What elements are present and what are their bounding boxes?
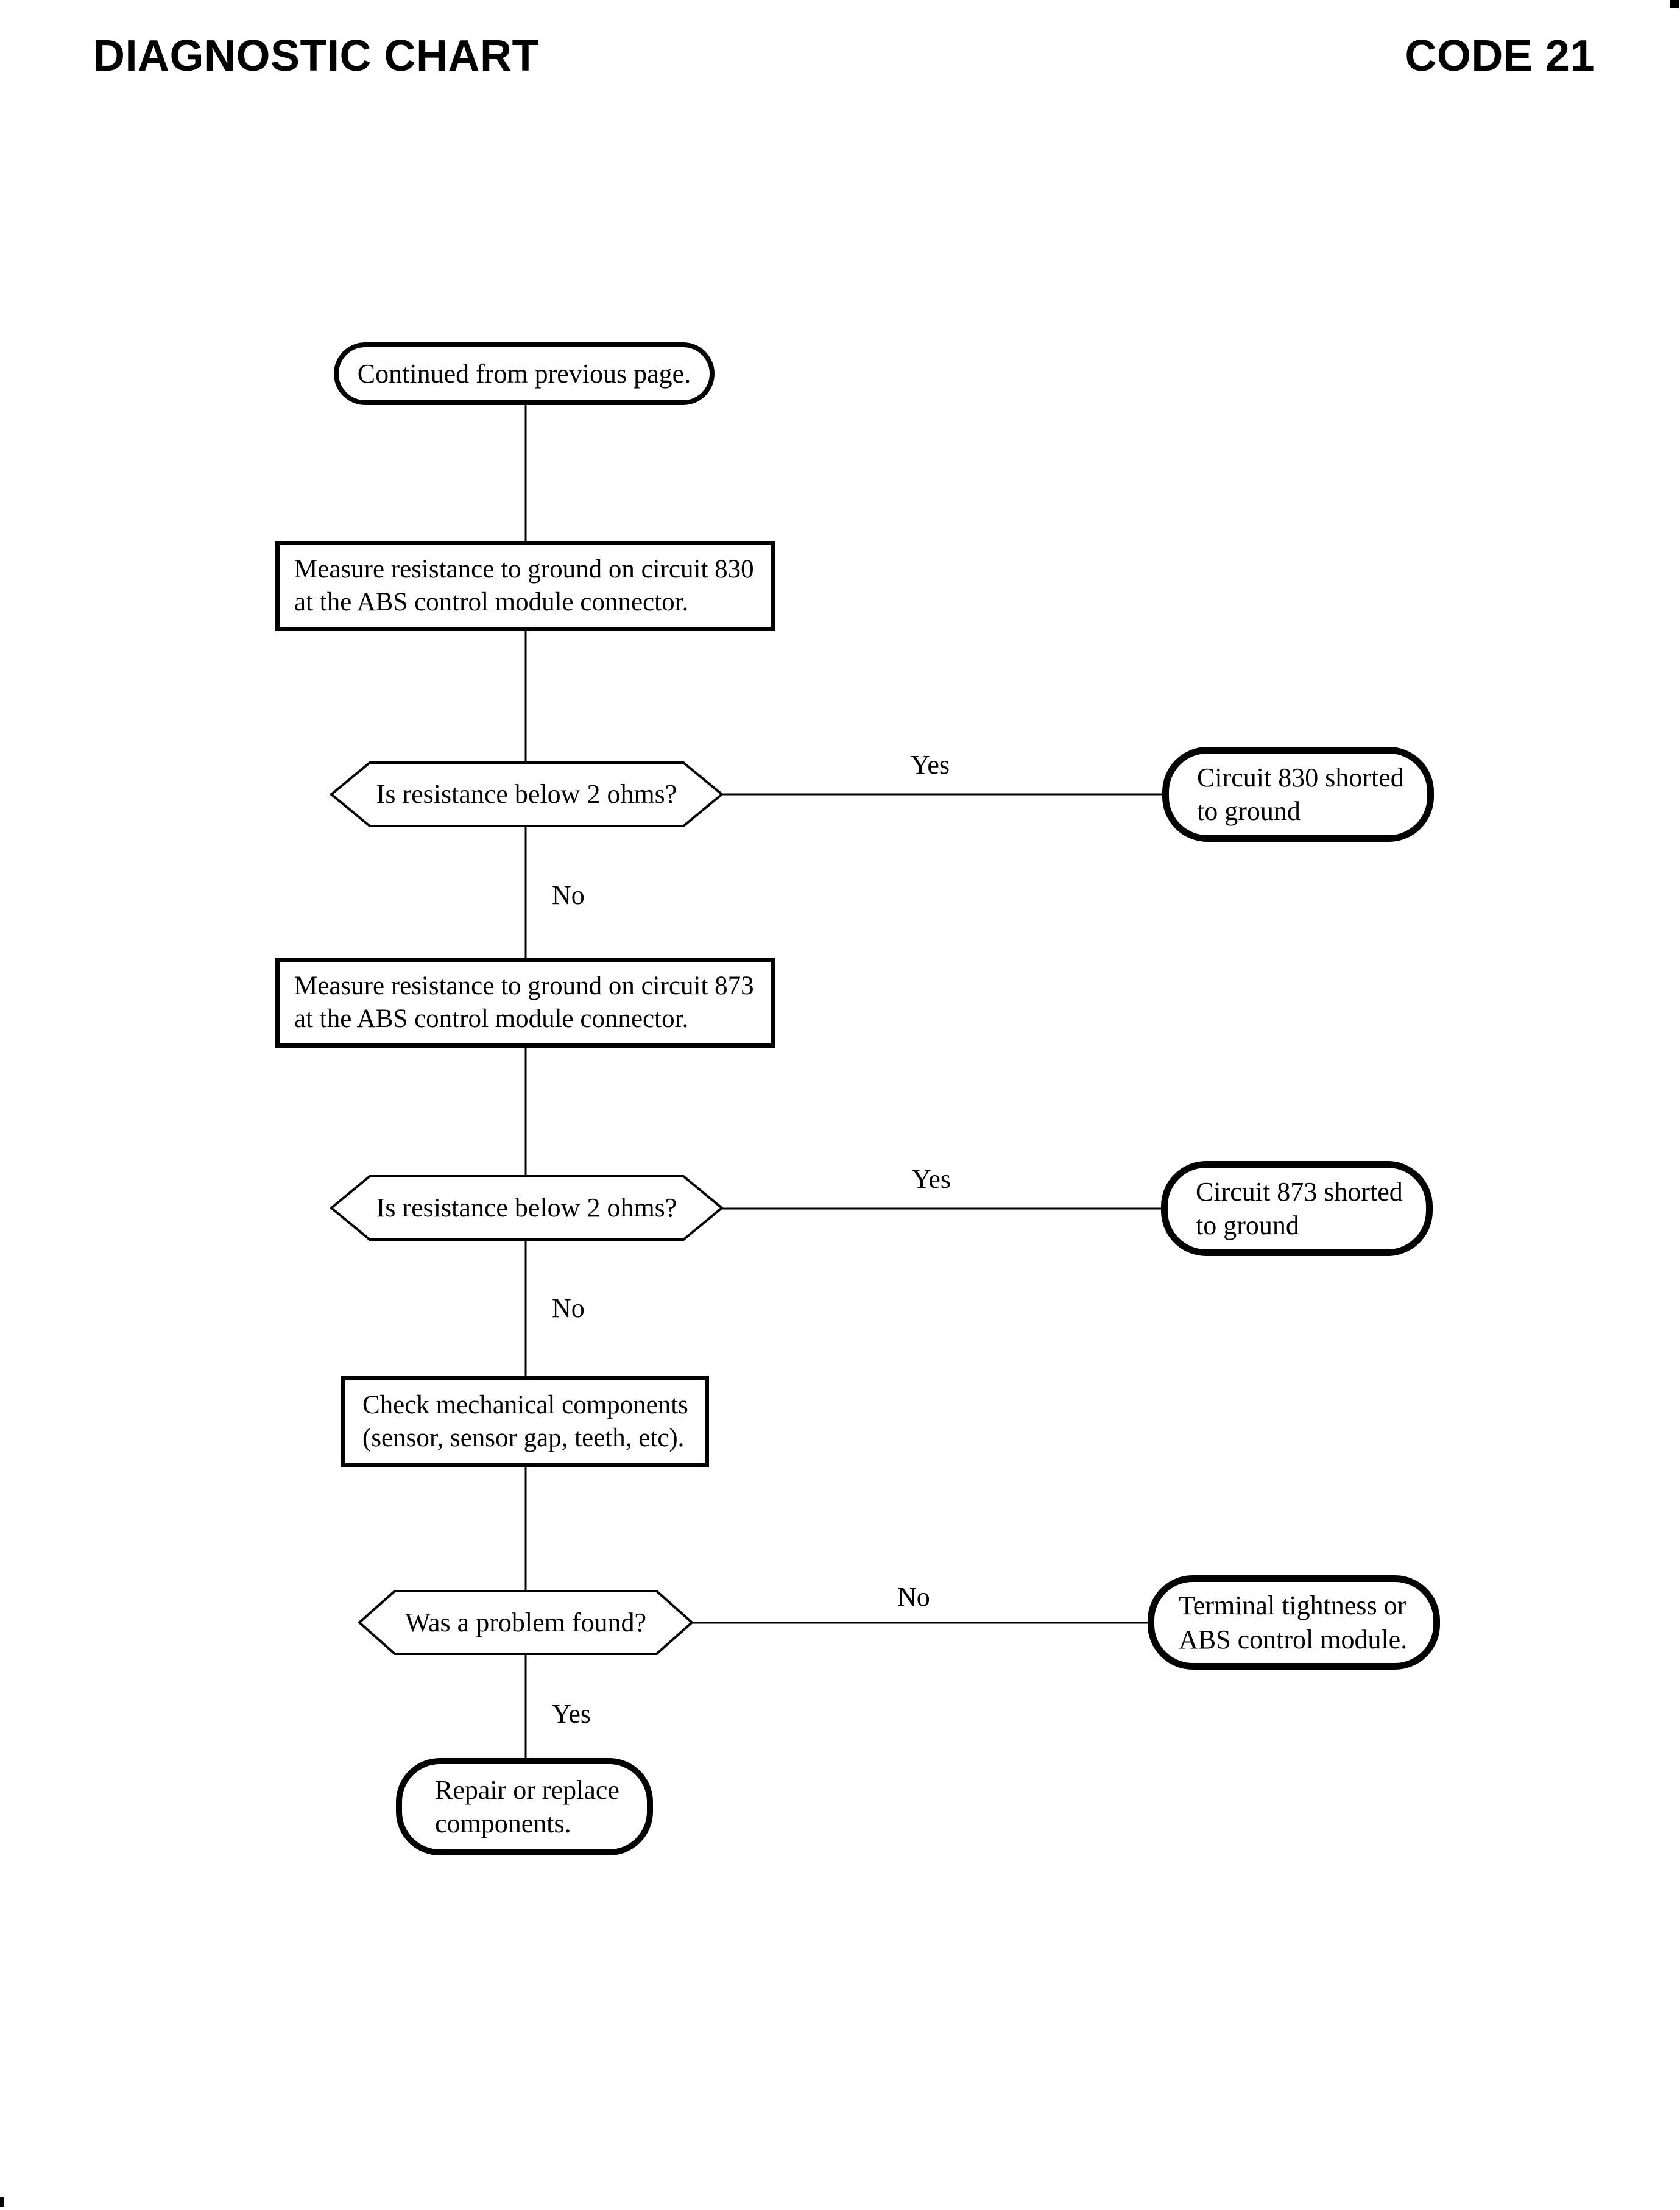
decision-was-problem-found: Was a problem found? — [358, 1590, 693, 1655]
code-number: CODE 21 — [1405, 32, 1595, 80]
hexagon-shape — [330, 1175, 723, 1241]
process-text-line: Check mechanical components — [362, 1390, 688, 1419]
edge-label-no: No — [897, 1582, 930, 1612]
process-text-line: at the ABS control module connector. — [294, 1004, 689, 1033]
process-measure-circuit-873: Measure resistance to ground on circuit … — [275, 958, 775, 1048]
edge-label-yes: Yes — [911, 750, 950, 780]
process-text-line: Measure resistance to ground on circuit … — [294, 971, 754, 1000]
end-terminator-repair-or-replace: Repair or replace components. — [396, 1758, 653, 1855]
start-terminator-text: Continued from previous page. — [357, 358, 691, 389]
result-text-line: Circuit 830 shorted — [1197, 762, 1404, 793]
process-text-line: Measure resistance to ground on circuit … — [294, 554, 754, 584]
result-circuit-873-shorted: Circuit 873 shorted to ground — [1161, 1161, 1433, 1256]
edge-label-no: No — [552, 880, 585, 910]
terminator-text-line: components. — [435, 1809, 571, 1838]
decision-text: Is resistance below 2 ohms? — [376, 779, 677, 810]
process-check-mechanical-components: Check mechanical components (sensor, sen… — [341, 1376, 709, 1467]
page-title: DIAGNOSTIC CHART — [93, 32, 539, 80]
hexagon-shape — [358, 1590, 693, 1655]
start-terminator: Continued from previous page. — [334, 342, 715, 405]
process-measure-circuit-830: Measure resistance to ground on circuit … — [275, 541, 775, 631]
result-circuit-830-shorted: Circuit 830 shorted to ground — [1162, 747, 1434, 842]
scan-artifact — [0, 2197, 4, 2207]
hexagon-shape — [330, 761, 723, 827]
scan-artifact — [1670, 0, 1679, 8]
result-text-line: Circuit 873 shorted — [1196, 1176, 1403, 1207]
decision-resistance-below-2-ohms-2: Is resistance below 2 ohms? — [330, 1175, 723, 1241]
result-text-line: Terminal tightness or — [1179, 1590, 1406, 1621]
process-text-line: (sensor, sensor gap, teeth, etc). — [362, 1424, 685, 1452]
terminator-text-line: Repair or replace — [435, 1774, 619, 1805]
result-terminal-tightness-or-abs-module: Terminal tightness or ABS control module… — [1148, 1575, 1440, 1670]
edge-label-no: No — [552, 1293, 585, 1323]
result-text-line: to ground — [1197, 796, 1301, 826]
edge-label-yes: Yes — [552, 1699, 591, 1729]
edge-label-yes: Yes — [912, 1164, 951, 1194]
result-text-line: ABS control module. — [1179, 1624, 1408, 1654]
result-text-line: to ground — [1196, 1210, 1299, 1240]
decision-resistance-below-2-ohms-1: Is resistance below 2 ohms? — [330, 761, 723, 827]
process-text-line: at the ABS control module connector. — [294, 588, 689, 616]
decision-text: Was a problem found? — [405, 1607, 646, 1637]
decision-text: Is resistance below 2 ohms? — [376, 1193, 677, 1223]
